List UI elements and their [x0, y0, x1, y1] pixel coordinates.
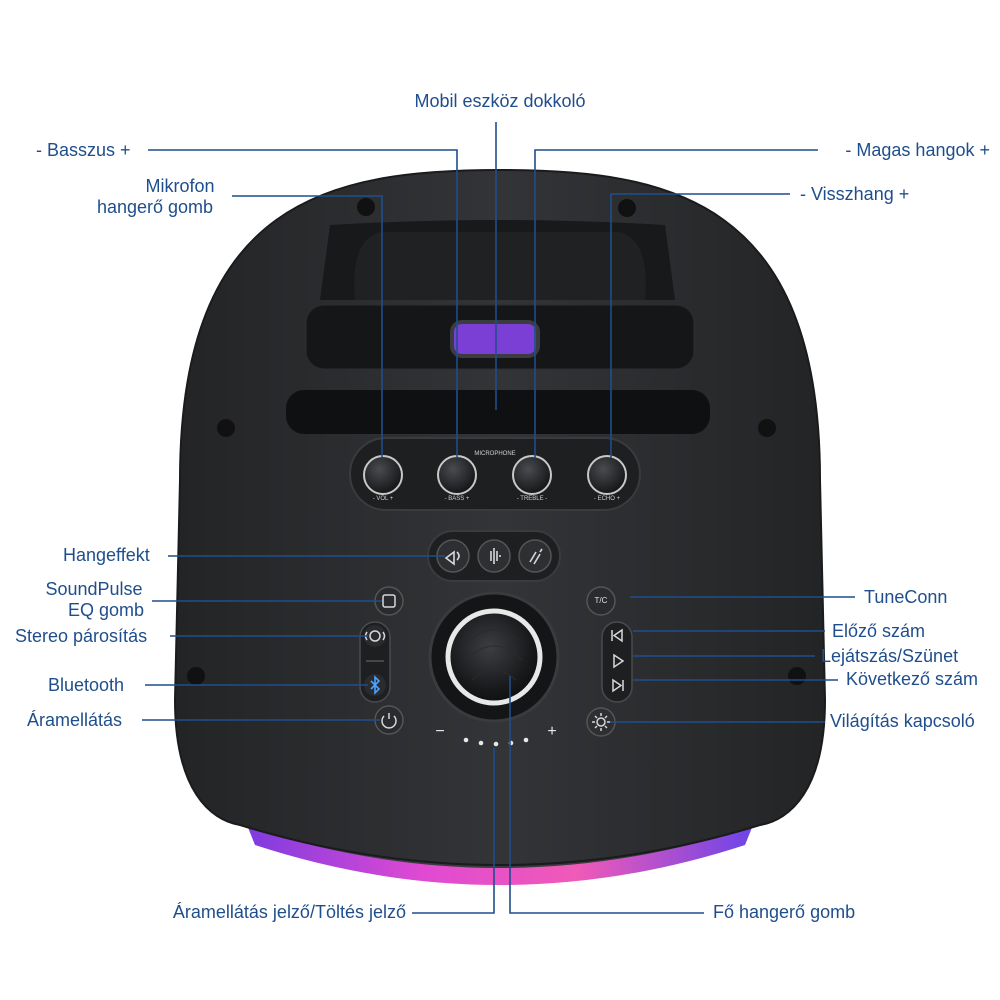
- leader-mic-volume: [232, 195, 383, 458]
- label-tuneconn-glyph: T/C: [594, 596, 608, 605]
- device-slot: [286, 390, 710, 434]
- screw-mid-right: [758, 419, 776, 437]
- label-volume-plus: +: [547, 723, 557, 740]
- tuneconn-button: [586, 586, 616, 616]
- label-knob-treble: - TREBLE -: [516, 496, 548, 502]
- label-knob-bass: - BASS +: [444, 496, 470, 502]
- knob-echo: [587, 455, 627, 495]
- label-soundpulse-1: SoundPulse: [45, 579, 143, 599]
- leader-indicator: [412, 748, 495, 914]
- label-mic-volume-2: hangerő gomb: [96, 197, 214, 217]
- label-soundpulse-2: EQ gomb: [67, 600, 145, 620]
- label-dock: Mobil eszköz dokkoló: [414, 91, 586, 111]
- bluetooth-glyph: [370, 675, 381, 695]
- label-echo: - Visszhang +: [800, 184, 910, 204]
- label-bass: - Basszus +: [36, 140, 131, 160]
- label-play-pause: Lejátszás/Szünet: [821, 646, 959, 666]
- leader-bass: [148, 149, 458, 458]
- screw-top-right: [618, 199, 636, 217]
- label-volume-minus: −: [435, 723, 445, 740]
- screw-low-left: [187, 667, 205, 685]
- label-stereo: Stereo párosítás: [15, 626, 148, 646]
- label-next: Következő szám: [846, 669, 979, 689]
- label-knob-vol: - VOL +: [372, 496, 394, 502]
- label-treble: - Magas hangok +: [845, 140, 990, 160]
- label-previous: Előző szám: [832, 621, 926, 641]
- label-microphone: MICROPHONE: [474, 451, 516, 457]
- label-master-volume: Fő hangerő gomb: [713, 902, 856, 922]
- transport-rocker: [601, 621, 633, 703]
- knob-bass: [437, 455, 477, 495]
- label-bluetooth: Bluetooth: [48, 675, 125, 695]
- label-tuneconn: TuneConn: [864, 587, 948, 607]
- knob-vol: [363, 455, 403, 495]
- screw-low-right: [788, 667, 806, 685]
- label-sound-effect: Hangeffekt: [63, 545, 150, 565]
- leader-treble: [534, 149, 818, 458]
- knob-treble: [512, 455, 552, 495]
- leader-echo: [610, 193, 790, 458]
- led-light-ring: [245, 820, 755, 885]
- knob-panel: [349, 437, 641, 511]
- dock-button-purple: [450, 320, 540, 358]
- master-volume-knob: [445, 608, 543, 706]
- label-knob-echo: - ECHO +: [593, 496, 621, 502]
- label-light-switch: Világítás kapcsoló: [830, 711, 975, 731]
- screw-top-left: [357, 198, 375, 216]
- leader-lines: [142, 122, 855, 914]
- leader-master-volume: [509, 676, 704, 914]
- label-power-indicator: Áramellátás jelző/Töltés jelző: [172, 902, 406, 922]
- clap-icon: [518, 539, 552, 573]
- screw-mid-left: [217, 419, 235, 437]
- label-power: Áramellátás: [27, 710, 123, 730]
- label-mic-volume-1: Mikrofon: [145, 176, 215, 196]
- indicator-leds: [463, 737, 529, 747]
